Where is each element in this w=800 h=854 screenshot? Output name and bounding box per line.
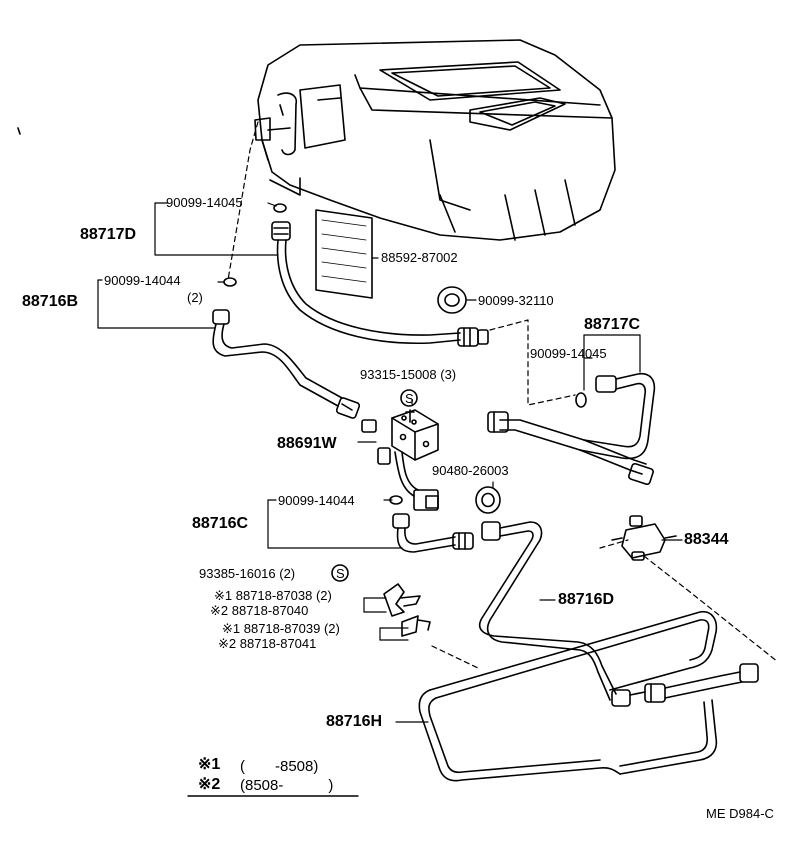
tube-88717D [271, 221, 489, 347]
s-mark-b: S [336, 566, 345, 581]
note-2-mark: ※2 [198, 776, 221, 793]
part-label-90480-26003: 90480-26003 [432, 463, 509, 478]
part-label-90099-14044-b: 90099-14044 [278, 493, 355, 508]
cooling-unit-housing [254, 39, 616, 241]
part-label-88716C: 88716C [192, 515, 249, 532]
s-circle-b [331, 564, 349, 582]
part-label-88716H: 88716H [326, 713, 383, 730]
s-circle-a [400, 389, 418, 407]
part-label-88716B: 88716B [22, 293, 79, 310]
tube-88716B [212, 309, 361, 419]
part-label-88592-87002: 88592-87002 [381, 250, 458, 265]
part-label-88718-87039: ※1 88718-87039 (2) [222, 621, 340, 636]
part-label-88718-87041: ※2 88718-87041 [218, 636, 317, 651]
part-label-88344: 88344 [684, 531, 729, 548]
diagram-code: ME D984-C [706, 806, 774, 821]
s-mark-a: S [405, 391, 414, 406]
tube-88717C [487, 372, 656, 486]
part-label-88717D: 88717D [80, 226, 137, 243]
part-label-88717C: 88717C [584, 316, 641, 333]
part-label-93385-16016: 93385-16016 (2) [199, 566, 296, 581]
part-label-90099-32110: 90099-32110 [478, 293, 554, 308]
o-ring-a [273, 203, 287, 213]
clamps [383, 583, 431, 637]
note-1-mark: ※1 [198, 756, 221, 773]
insulator-pad [315, 209, 373, 299]
o-ring-c [575, 392, 587, 408]
note-1-text: ( -8508) [240, 758, 319, 775]
bolt-93315-15008 [405, 409, 415, 423]
tube-88716D [478, 521, 759, 707]
dashed-lines [227, 121, 779, 669]
part-label-88718-87038: ※1 88718-87038 (2) [214, 588, 332, 603]
part-label-90099-14045-a: 90099-14045 [166, 195, 243, 210]
o-ring-b [223, 277, 237, 287]
part-label-93315-15008: 93315-15008 (3) [360, 367, 457, 382]
part-label-88691W: 88691W [277, 435, 337, 452]
service-valve-88344 [611, 515, 677, 561]
note-2-text: (8508- ) [240, 777, 334, 794]
stray-mark [17, 127, 21, 135]
part-label-88716D: 88716D [558, 591, 615, 608]
tube-88716H [418, 610, 718, 782]
quantity-label: (2) [187, 290, 203, 305]
grommet-90480-26003 [475, 486, 501, 514]
expansion-valve-88691W [361, 409, 439, 511]
part-label-90099-14045-b: 90099-14045 [530, 346, 607, 361]
tube-88716C [392, 513, 474, 553]
grommet-90099-32110 [437, 286, 467, 314]
part-label-88718-87040: ※2 88718-87040 [210, 603, 309, 618]
leader-lines [97, 202, 683, 723]
part-label-90099-14044-a: 90099-14044 [104, 273, 181, 288]
